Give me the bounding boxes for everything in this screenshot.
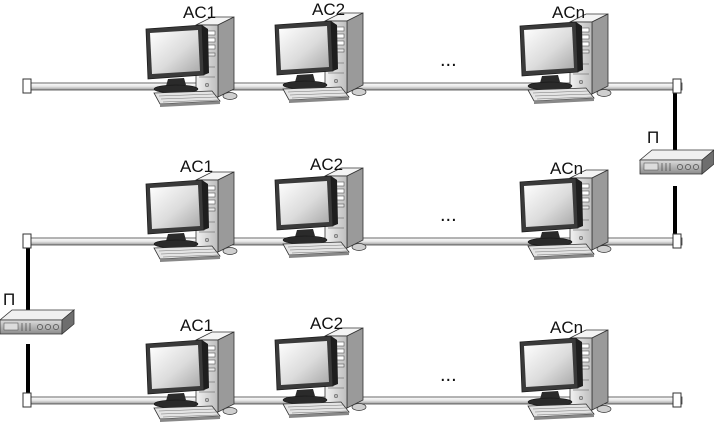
station-label: AC2	[312, 0, 345, 19]
station-label: AC1	[183, 3, 216, 22]
bus-terminator-left	[22, 392, 32, 408]
bus-terminator-left	[22, 233, 32, 249]
workstation-icon	[145, 171, 238, 263]
station-label: ACn	[550, 318, 583, 337]
workstation-icon	[145, 331, 238, 423]
repeater-label: П	[3, 290, 15, 309]
bus-terminator-right	[672, 78, 682, 94]
ellipsis: ...	[440, 49, 457, 71]
bus-terminator-right	[672, 392, 682, 408]
bus-terminator-right	[672, 233, 682, 249]
repeater-icon	[639, 149, 714, 175]
station-label: AC2	[310, 155, 343, 174]
ellipsis: ...	[440, 364, 457, 386]
repeater-2: П	[0, 290, 75, 335]
workstation-icon	[274, 167, 367, 259]
bus-terminator-left	[22, 78, 32, 94]
repeater-icon	[0, 309, 75, 335]
bus-segment-1: AC1 AC2 ACn ...	[22, 0, 683, 108]
ellipsis: ...	[440, 204, 457, 226]
workstation-icon	[519, 13, 612, 105]
workstation-icon	[519, 169, 612, 261]
bus-segment-3: AC1 AC2 ACn ...	[22, 314, 683, 423]
workstation-icon	[274, 327, 367, 419]
repeater-1: П	[639, 128, 714, 175]
station-label: ACn	[550, 159, 583, 178]
bus-segment-2: AC1 AC2 ACn ...	[22, 155, 683, 263]
station-label: AC1	[180, 157, 213, 176]
workstation-icon	[274, 12, 367, 104]
station-label: AC1	[180, 316, 213, 335]
workstation-icon	[519, 329, 612, 421]
station-label: AC2	[310, 314, 343, 333]
station-label: ACn	[552, 3, 585, 22]
repeater-label: П	[647, 128, 659, 147]
workstation-icon	[145, 16, 238, 108]
